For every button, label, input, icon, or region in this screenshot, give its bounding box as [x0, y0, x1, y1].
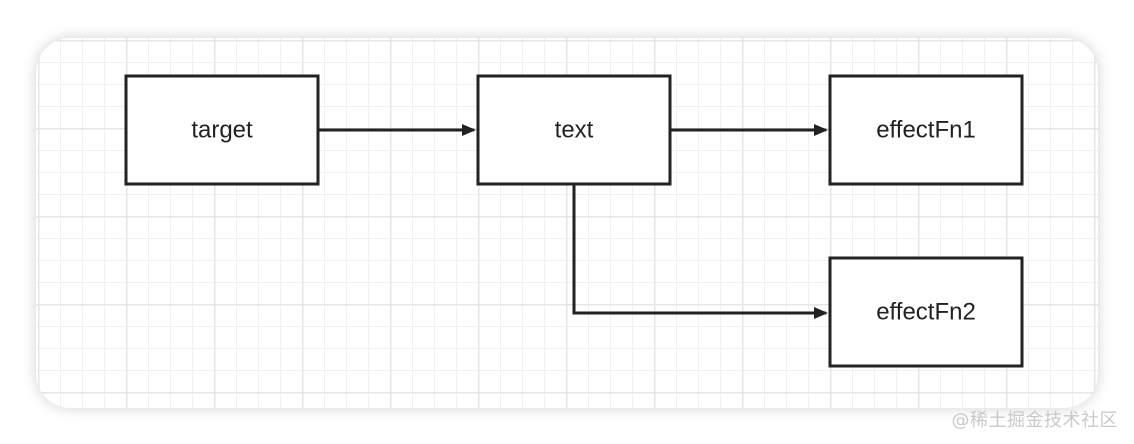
- node-effectfn2: effectFn2: [828, 256, 1024, 368]
- node-effectfn1-label: effectFn1: [876, 117, 976, 144]
- watermark: @稀土掘金技术社区: [951, 410, 1118, 431]
- node-effectfn2-label: effectFn2: [876, 299, 976, 326]
- edge-text-to-effectfn2: [572, 184, 828, 319]
- node-target: target: [124, 74, 320, 186]
- node-target-label: target: [191, 117, 253, 144]
- node-effectfn1: effectFn1: [828, 74, 1024, 186]
- node-text: text: [476, 74, 672, 186]
- node-text-label: text: [555, 117, 594, 144]
